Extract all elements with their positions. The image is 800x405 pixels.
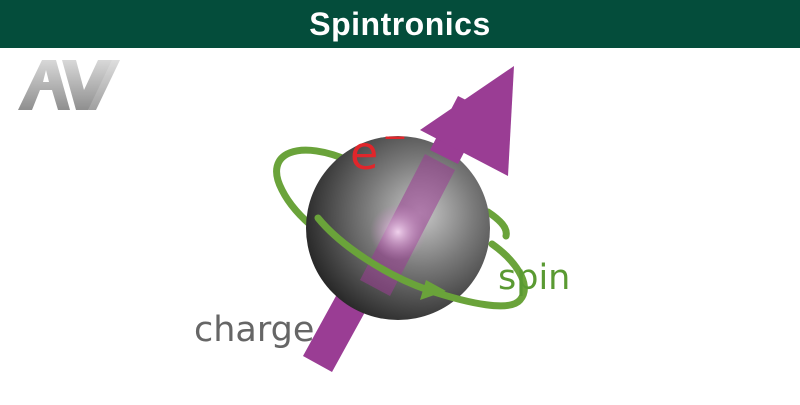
header-bar: Spintronics: [0, 0, 800, 48]
sphere-glow: [370, 204, 426, 260]
av-logo-icon: [18, 60, 120, 110]
orbit-arrowhead: [420, 280, 446, 300]
spintronics-diagram: e− spin charge: [0, 48, 800, 400]
page-title: Spintronics: [309, 5, 491, 42]
charge-label: charge: [194, 310, 315, 350]
spin-arrow-head: [420, 66, 514, 176]
diagram-graphic: [273, 66, 528, 372]
orbit-front: [314, 214, 528, 310]
electron-label: e−: [350, 120, 408, 180]
electron-charge-sign: −: [382, 120, 408, 155]
spin-label: spin: [498, 258, 571, 298]
orbit-back-right: [484, 208, 510, 240]
